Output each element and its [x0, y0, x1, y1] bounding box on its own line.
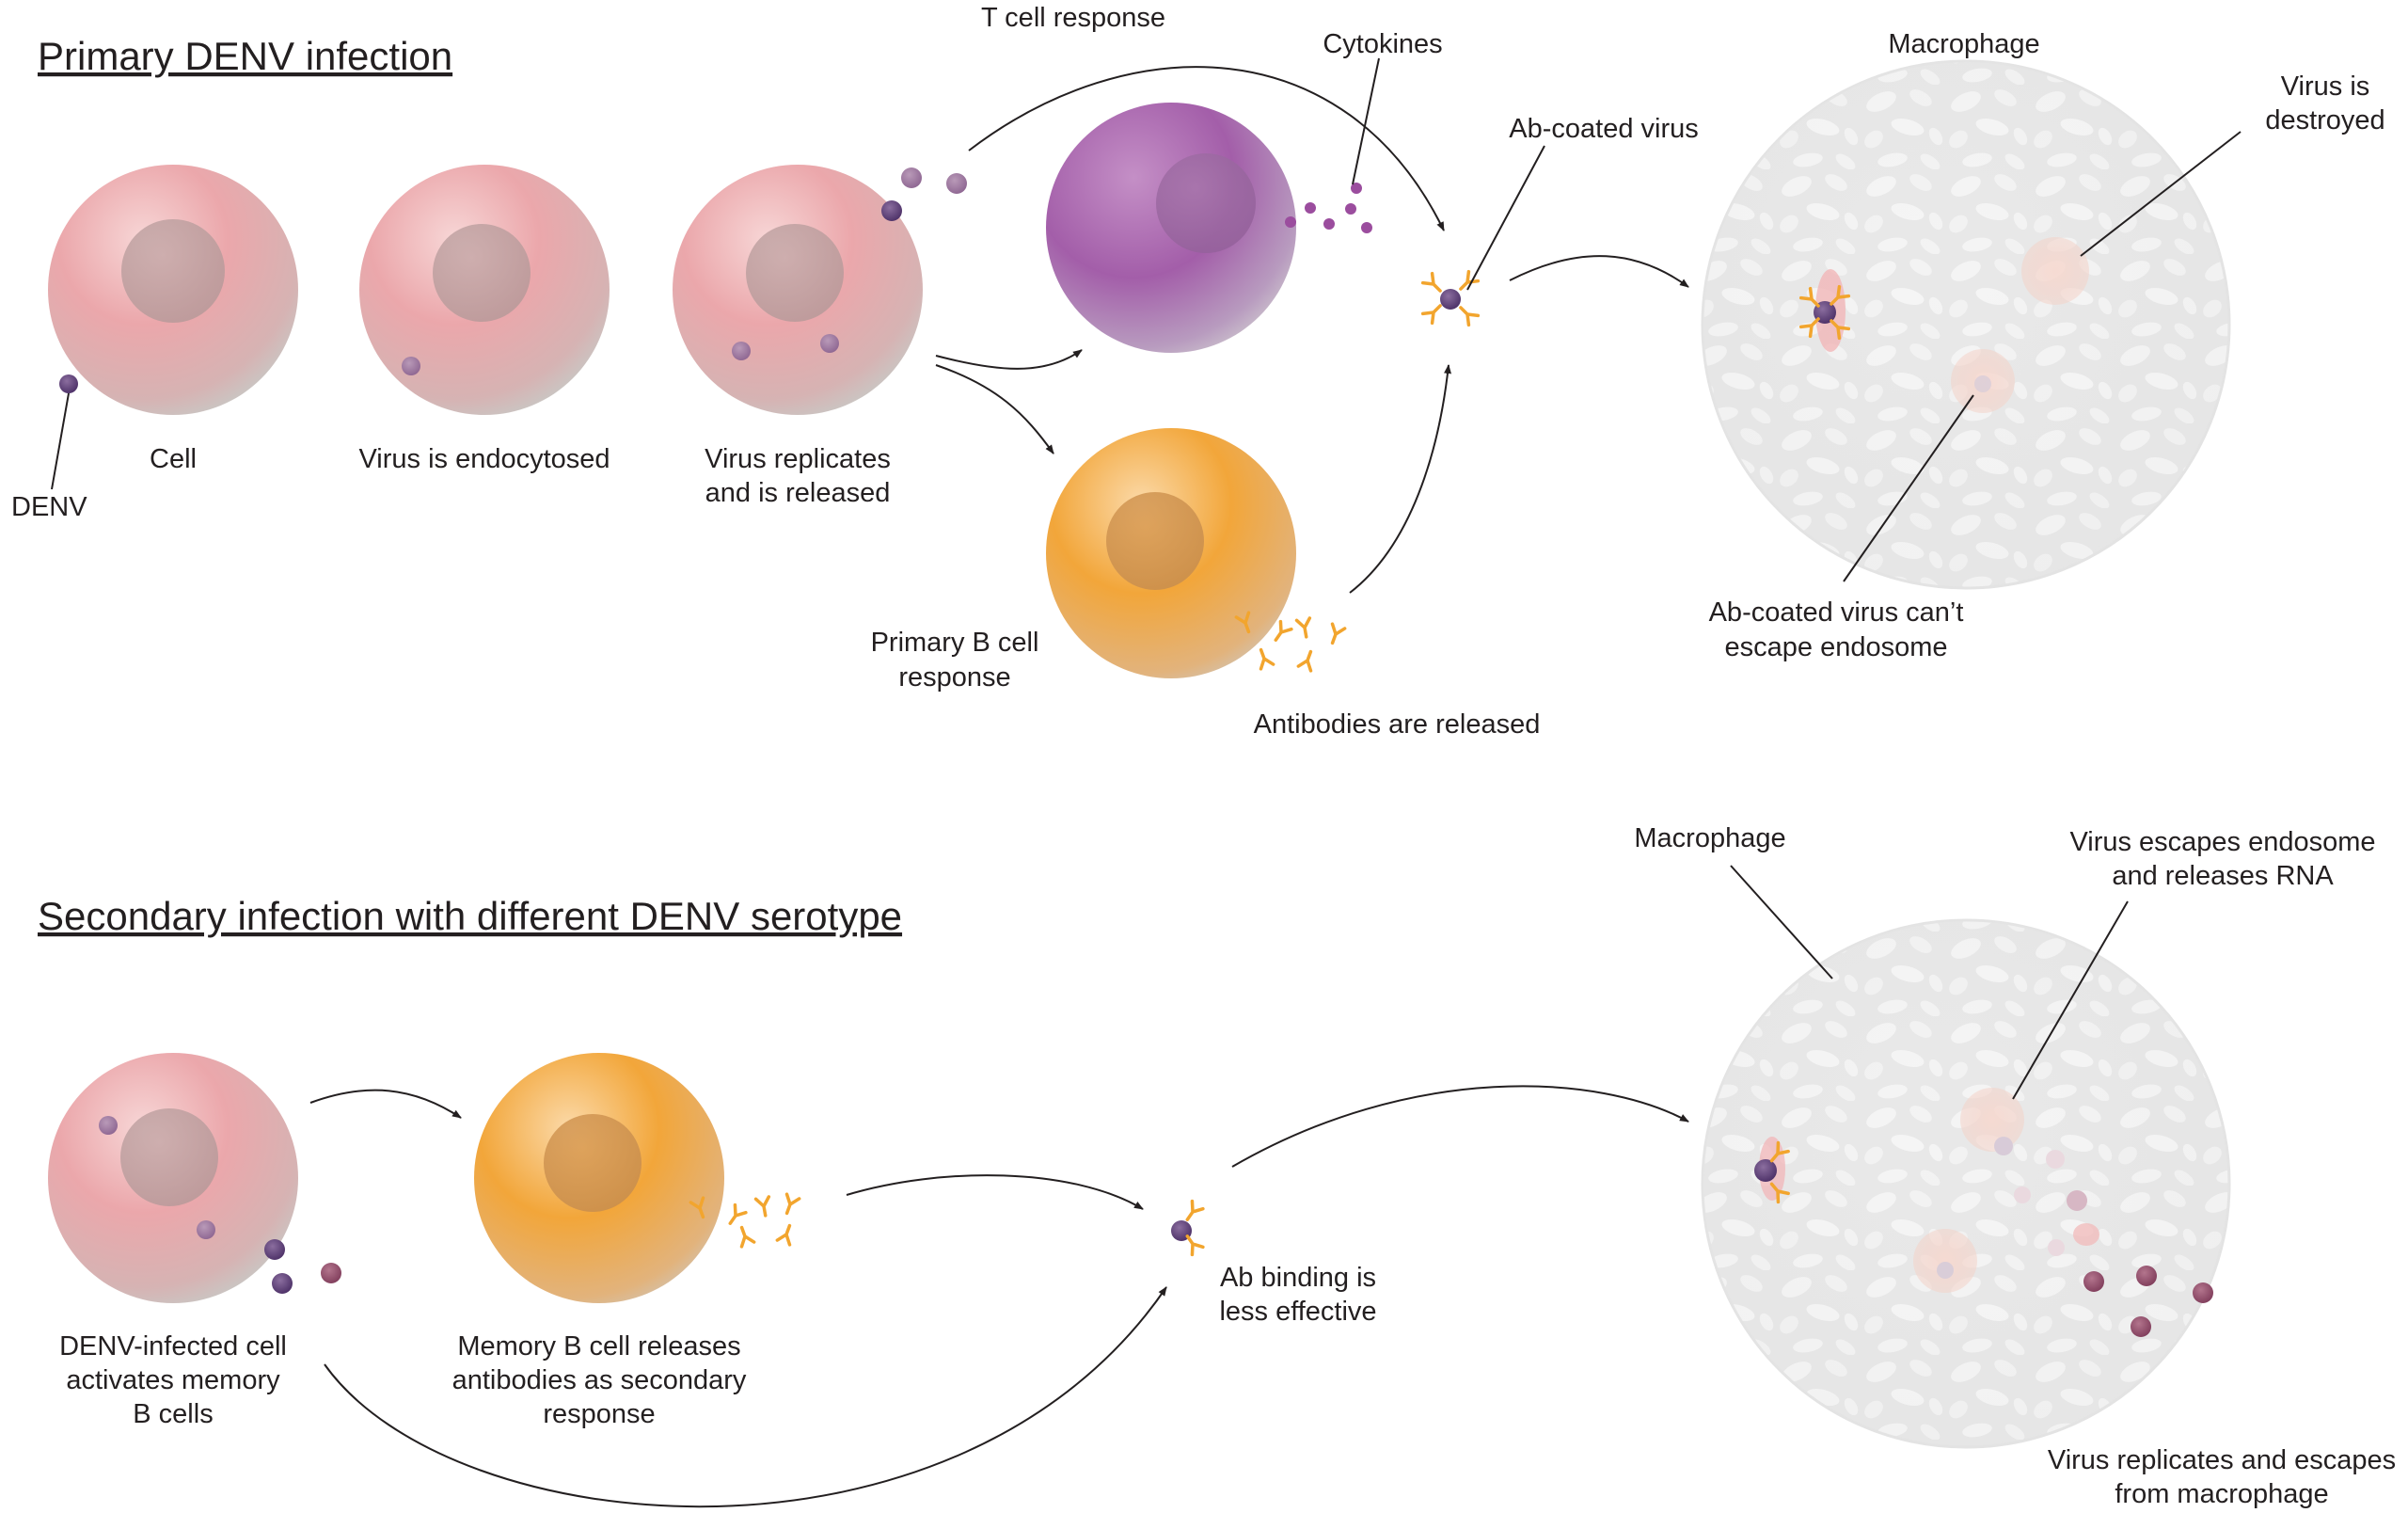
label-infected-2: activates memory: [66, 1365, 280, 1395]
macrophage-bottom: [1701, 918, 2231, 1449]
arrow-to-memory-b-cell: [309, 1089, 462, 1119]
escapes-leader-line: [2012, 900, 2129, 1100]
label-replicates-2: and is released: [705, 478, 891, 508]
arrow-antibodies-to-virus-2: [846, 1174, 1144, 1210]
heading-secondary: Secondary infection with different DENV …: [38, 894, 902, 938]
escaped-virion: [2193, 1282, 2213, 1303]
cytokines: [1285, 183, 1372, 233]
destroyed-leader-line: [2080, 131, 2242, 257]
label-cell: Cell: [150, 444, 197, 474]
label-cant-escape-1: Ab-coated virus can’t: [1709, 597, 1964, 628]
label-escapes-1: Virus escapes endosome: [2069, 827, 2375, 857]
label-ab-binding-1: Ab binding is: [1220, 1263, 1376, 1293]
cant-escape-leader-line: [1843, 394, 1974, 582]
label-t-cell: T cell response: [981, 3, 1165, 33]
t-cell: [1046, 103, 1296, 353]
macrophage-bottom-leader-line: [1730, 865, 1833, 979]
label-replicates-escapes-2: from macrophage: [2115, 1479, 2328, 1509]
heading-primary: Primary DENV infection: [38, 34, 452, 78]
primary-b-cell: [1046, 428, 1296, 678]
memory-b-cell: [474, 1053, 724, 1303]
arrow-to-macrophage-2: [1231, 1085, 1689, 1168]
arrow-to-t-cell: [935, 349, 1083, 370]
label-memory-2: antibodies as secondary: [452, 1365, 747, 1395]
arrow-infected-to-virus: [324, 1286, 1167, 1508]
host-cell-1: [48, 165, 298, 415]
denv-infected-cell: [48, 1053, 341, 1303]
label-endocytosed: Virus is endocytosed: [358, 444, 610, 474]
label-memory-3: response: [543, 1399, 655, 1429]
label-b-cell-2: response: [898, 662, 1010, 693]
label-memory-1: Memory B cell releases: [457, 1331, 740, 1362]
weakly-bound-virus: [1171, 1199, 1205, 1257]
label-ab-binding-2: less effective: [1219, 1297, 1376, 1327]
label-destroyed-2: destroyed: [2265, 105, 2384, 135]
arrow-to-t-cell-response: [968, 66, 1445, 231]
host-cell-2: [359, 165, 610, 415]
label-infected-1: DENV-infected cell: [59, 1331, 287, 1362]
arrow-to-b-cell: [935, 364, 1054, 454]
label-macrophage-bottom: Macrophage: [1634, 823, 1785, 853]
denv-leader-line: [51, 392, 70, 490]
ab-coated-virus: [1420, 269, 1481, 327]
cytokines-leader-line: [1352, 57, 1380, 185]
label-cant-escape-2: escape endosome: [1725, 632, 1948, 662]
macrophage-top: [1701, 59, 2231, 590]
denv-virion: [59, 374, 78, 393]
label-b-cell-1: Primary B cell: [871, 628, 1039, 658]
label-infected-3: B cells: [133, 1399, 213, 1429]
label-destroyed-1: Virus is: [2281, 72, 2370, 102]
label-macrophage-top: Macrophage: [1888, 29, 2039, 59]
label-replicates-escapes-1: Virus replicates and escapes: [2048, 1445, 2396, 1475]
label-cytokines: Cytokines: [1323, 29, 1442, 59]
label-antibodies: Antibodies are released: [1254, 709, 1541, 740]
label-ab-coated: Ab-coated virus: [1509, 114, 1699, 144]
ab-coated-leader-line: [1466, 145, 1545, 291]
label-replicates-1: Virus replicates: [705, 444, 891, 474]
host-cell-3: [673, 165, 967, 415]
label-denv: DENV: [11, 492, 87, 522]
label-escapes-2: and releases RNA: [2112, 861, 2334, 891]
arrow-to-macrophage: [1509, 255, 1689, 288]
arrow-antibodies-to-virus: [1349, 364, 1452, 594]
